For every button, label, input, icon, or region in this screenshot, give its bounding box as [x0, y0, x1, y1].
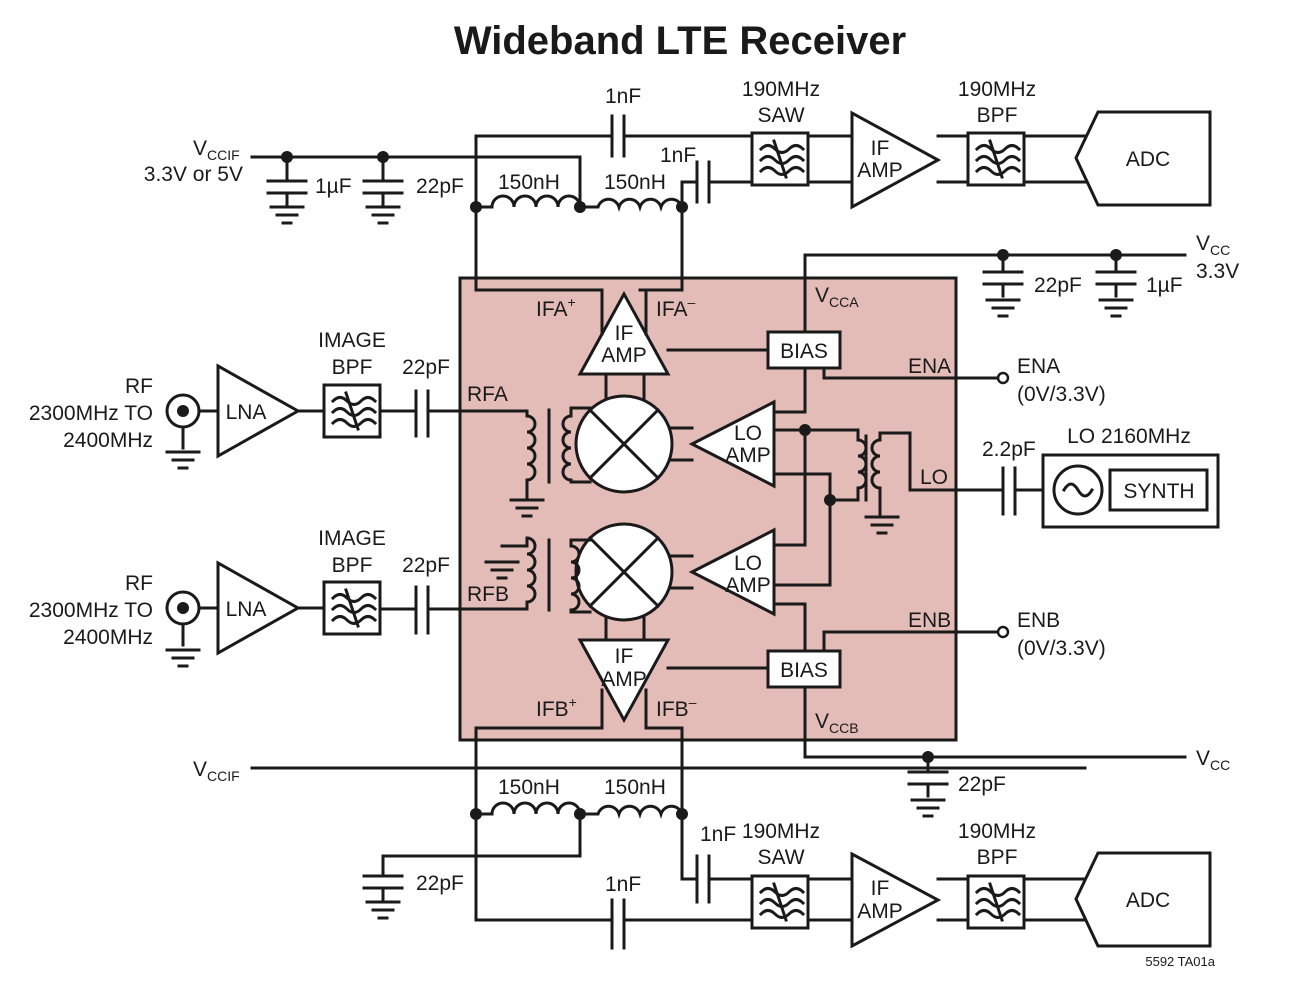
if-amp-bottom-label-1: IF: [871, 877, 890, 900]
image-bpf-b-label-1: IMAGE: [318, 527, 386, 550]
inductor-label-2: 150nH: [604, 171, 666, 194]
rf-a-range-2: 2400MHz: [63, 429, 153, 452]
cap-label-1nf-top-b: 1nF: [660, 144, 696, 167]
rf-b-range-1: 2300MHz TO: [29, 599, 153, 622]
ena-control-label: ENA: [1017, 355, 1060, 378]
ena-control-range: (0V/3.3V): [1017, 383, 1106, 406]
cap-label-1nf-bottom-a: 1nF: [700, 823, 736, 846]
enb-control-label: ENB: [1017, 609, 1060, 632]
image-bpf-a-label-2: BPF: [332, 356, 373, 379]
lo-amp-b-label-2: AMP: [725, 574, 771, 597]
pin-rfb: RFB: [467, 583, 509, 606]
inductor-label-3: 150nH: [498, 776, 560, 799]
synth-label: SYNTH: [1123, 480, 1194, 503]
pin-ena: ENA: [908, 355, 951, 378]
figure-code: 5592 TA01a: [1145, 954, 1215, 969]
vcc-voltage: 3.3V: [1196, 260, 1239, 283]
if-amp-top-label-2: AMP: [857, 159, 903, 182]
bias-a-label: BIAS: [780, 340, 828, 363]
cap-label-1nf-bottom-b: 1nF: [605, 873, 641, 896]
bpf-freq-top: 190MHz: [958, 78, 1036, 101]
if-amp-a-label-1: IF: [615, 322, 634, 345]
cap-label-1nf-top-a: 1nF: [605, 85, 641, 108]
lo-source-label: LO 2160MHz: [1067, 425, 1191, 448]
if-amp-top-label-1: IF: [871, 137, 890, 160]
if-amp-a-label-2: AMP: [601, 344, 647, 367]
lo-source: [1001, 453, 1220, 529]
lo-amp-a-label-1: LO: [734, 422, 762, 445]
pin-lo: LO: [920, 466, 948, 489]
enb-control-range: (0V/3.3V): [1017, 637, 1106, 660]
vccif-label-top: VCCIF: [193, 137, 240, 163]
vccif-voltage: 3.3V or 5V: [144, 163, 243, 186]
vcc-supply: [803, 249, 1187, 818]
rf-b-range-2: 2400MHz: [63, 626, 153, 649]
rf-a-range-1: 2300MHz TO: [29, 402, 153, 425]
bpf-label-top: BPF: [977, 104, 1018, 127]
vcc-label-bottom: VCC: [1196, 747, 1230, 773]
adc-top-label: ADC: [1126, 148, 1170, 171]
bpf-freq-bottom: 190MHz: [958, 820, 1036, 843]
top-if-chain: [250, 110, 1212, 292]
saw-label-top: SAW: [757, 104, 804, 127]
image-bpf-b-label-2: BPF: [332, 554, 373, 577]
diagram-title: Wideband LTE Receiver: [454, 19, 906, 63]
vccif-label-bottom: VCCIF: [193, 758, 240, 784]
cap-label-22pf-bottom: 22pF: [416, 872, 464, 895]
image-bpf-a-label-1: IMAGE: [318, 329, 386, 352]
bpf-label-bottom: BPF: [977, 846, 1018, 869]
pin-vcca: VCCA: [815, 284, 859, 310]
cap-label-2p2pf: 2.2pF: [982, 438, 1036, 461]
rf-front-end-b: [165, 560, 430, 668]
pin-enb: ENB: [908, 609, 951, 632]
pin-ifa-minus: IFA–: [656, 294, 696, 321]
cap-label-1uf-top: 1µF: [315, 175, 352, 198]
mixer-chip: [458, 276, 958, 742]
cap-label-22pf-top: 22pF: [416, 175, 464, 198]
rf-a-label: RF: [125, 375, 153, 398]
if-amp-b-label-1: IF: [615, 645, 634, 668]
cap-label-22pf-rfb: 22pF: [402, 554, 450, 577]
if-amp-b-label-2: AMP: [601, 668, 647, 691]
rf-b-label: RF: [125, 572, 153, 595]
lna-a-label: LNA: [226, 401, 267, 424]
pin-ifb-minus: IFB–: [656, 694, 697, 721]
saw-label-bottom: SAW: [757, 846, 804, 869]
cap-label-22pf-rfa: 22pF: [402, 356, 450, 379]
pin-rfa: RFA: [467, 383, 508, 406]
cap-label-22pf-vccb: 22pF: [958, 773, 1006, 796]
inductor-label-1: 150nH: [498, 171, 560, 194]
chip-internals: [428, 288, 1010, 730]
bias-b-label: BIAS: [780, 659, 828, 682]
lna-b-label: LNA: [226, 598, 267, 621]
if-amp-bottom-label-2: AMP: [857, 900, 903, 923]
lo-amp-a-label-2: AMP: [725, 444, 771, 467]
pin-ifb-plus: IFB+: [536, 694, 577, 721]
rf-front-end-a: [165, 363, 430, 470]
vcc-label-top: VCC: [1196, 232, 1230, 258]
saw-freq-bottom: 190MHz: [742, 820, 820, 843]
lo-amp-b-label-1: LO: [734, 552, 762, 575]
cap-label-1uf-vcc: 1µF: [1146, 274, 1183, 297]
saw-freq-top: 190MHz: [742, 78, 820, 101]
cap-label-22pf-vcc: 22pF: [1034, 274, 1082, 297]
inductor-label-4: 150nH: [604, 776, 666, 799]
pin-ifa-plus: IFA+: [536, 294, 576, 321]
pin-vccb: VCCB: [815, 710, 859, 736]
adc-bottom-label: ADC: [1126, 889, 1170, 912]
bottom-if-chain: [250, 726, 1212, 950]
